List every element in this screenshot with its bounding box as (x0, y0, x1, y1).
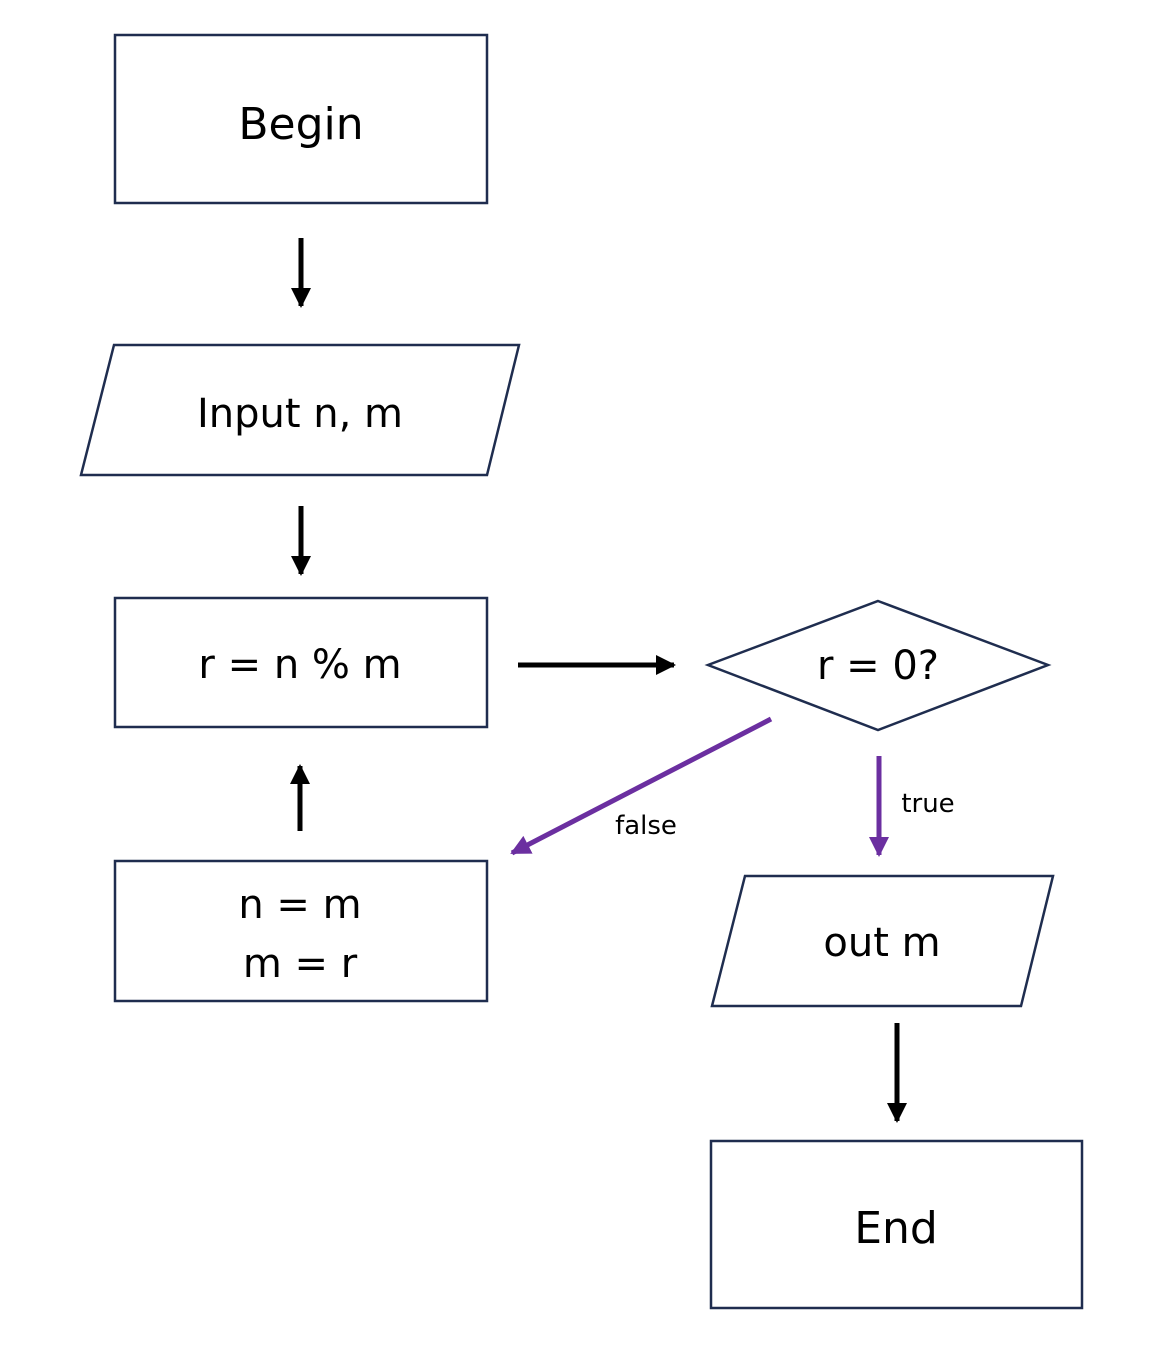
output-shape (710, 874, 1055, 1008)
arrow-false-branch (510, 716, 773, 856)
compute-label: r = n % m (198, 642, 401, 688)
swap-label-line1: n = m (238, 882, 361, 928)
end-box (709, 1139, 1084, 1310)
false-label: false (615, 811, 677, 841)
decision-label: r = 0? (817, 643, 939, 689)
swap-box (113, 859, 489, 1003)
begin-label: Begin (238, 99, 363, 150)
compute-box (113, 596, 489, 729)
decision-shape (704, 599, 1052, 732)
output-label: out m (823, 920, 940, 966)
true-label: true (901, 789, 954, 819)
compute-node: r = n % m (113, 596, 489, 729)
end-node: End (709, 1139, 1084, 1310)
input-node: Input n, m (79, 343, 521, 477)
end-label: End (854, 1203, 938, 1254)
input-shape (79, 343, 521, 477)
swap-node: n = m m = r (113, 859, 489, 1003)
decision-node: r = 0? (704, 599, 1052, 732)
swap-label-line2: m = r (243, 941, 358, 987)
begin-box (113, 33, 489, 205)
output-node: out m (710, 874, 1055, 1008)
begin-node: Begin (113, 33, 489, 205)
input-label: Input n, m (197, 391, 403, 437)
